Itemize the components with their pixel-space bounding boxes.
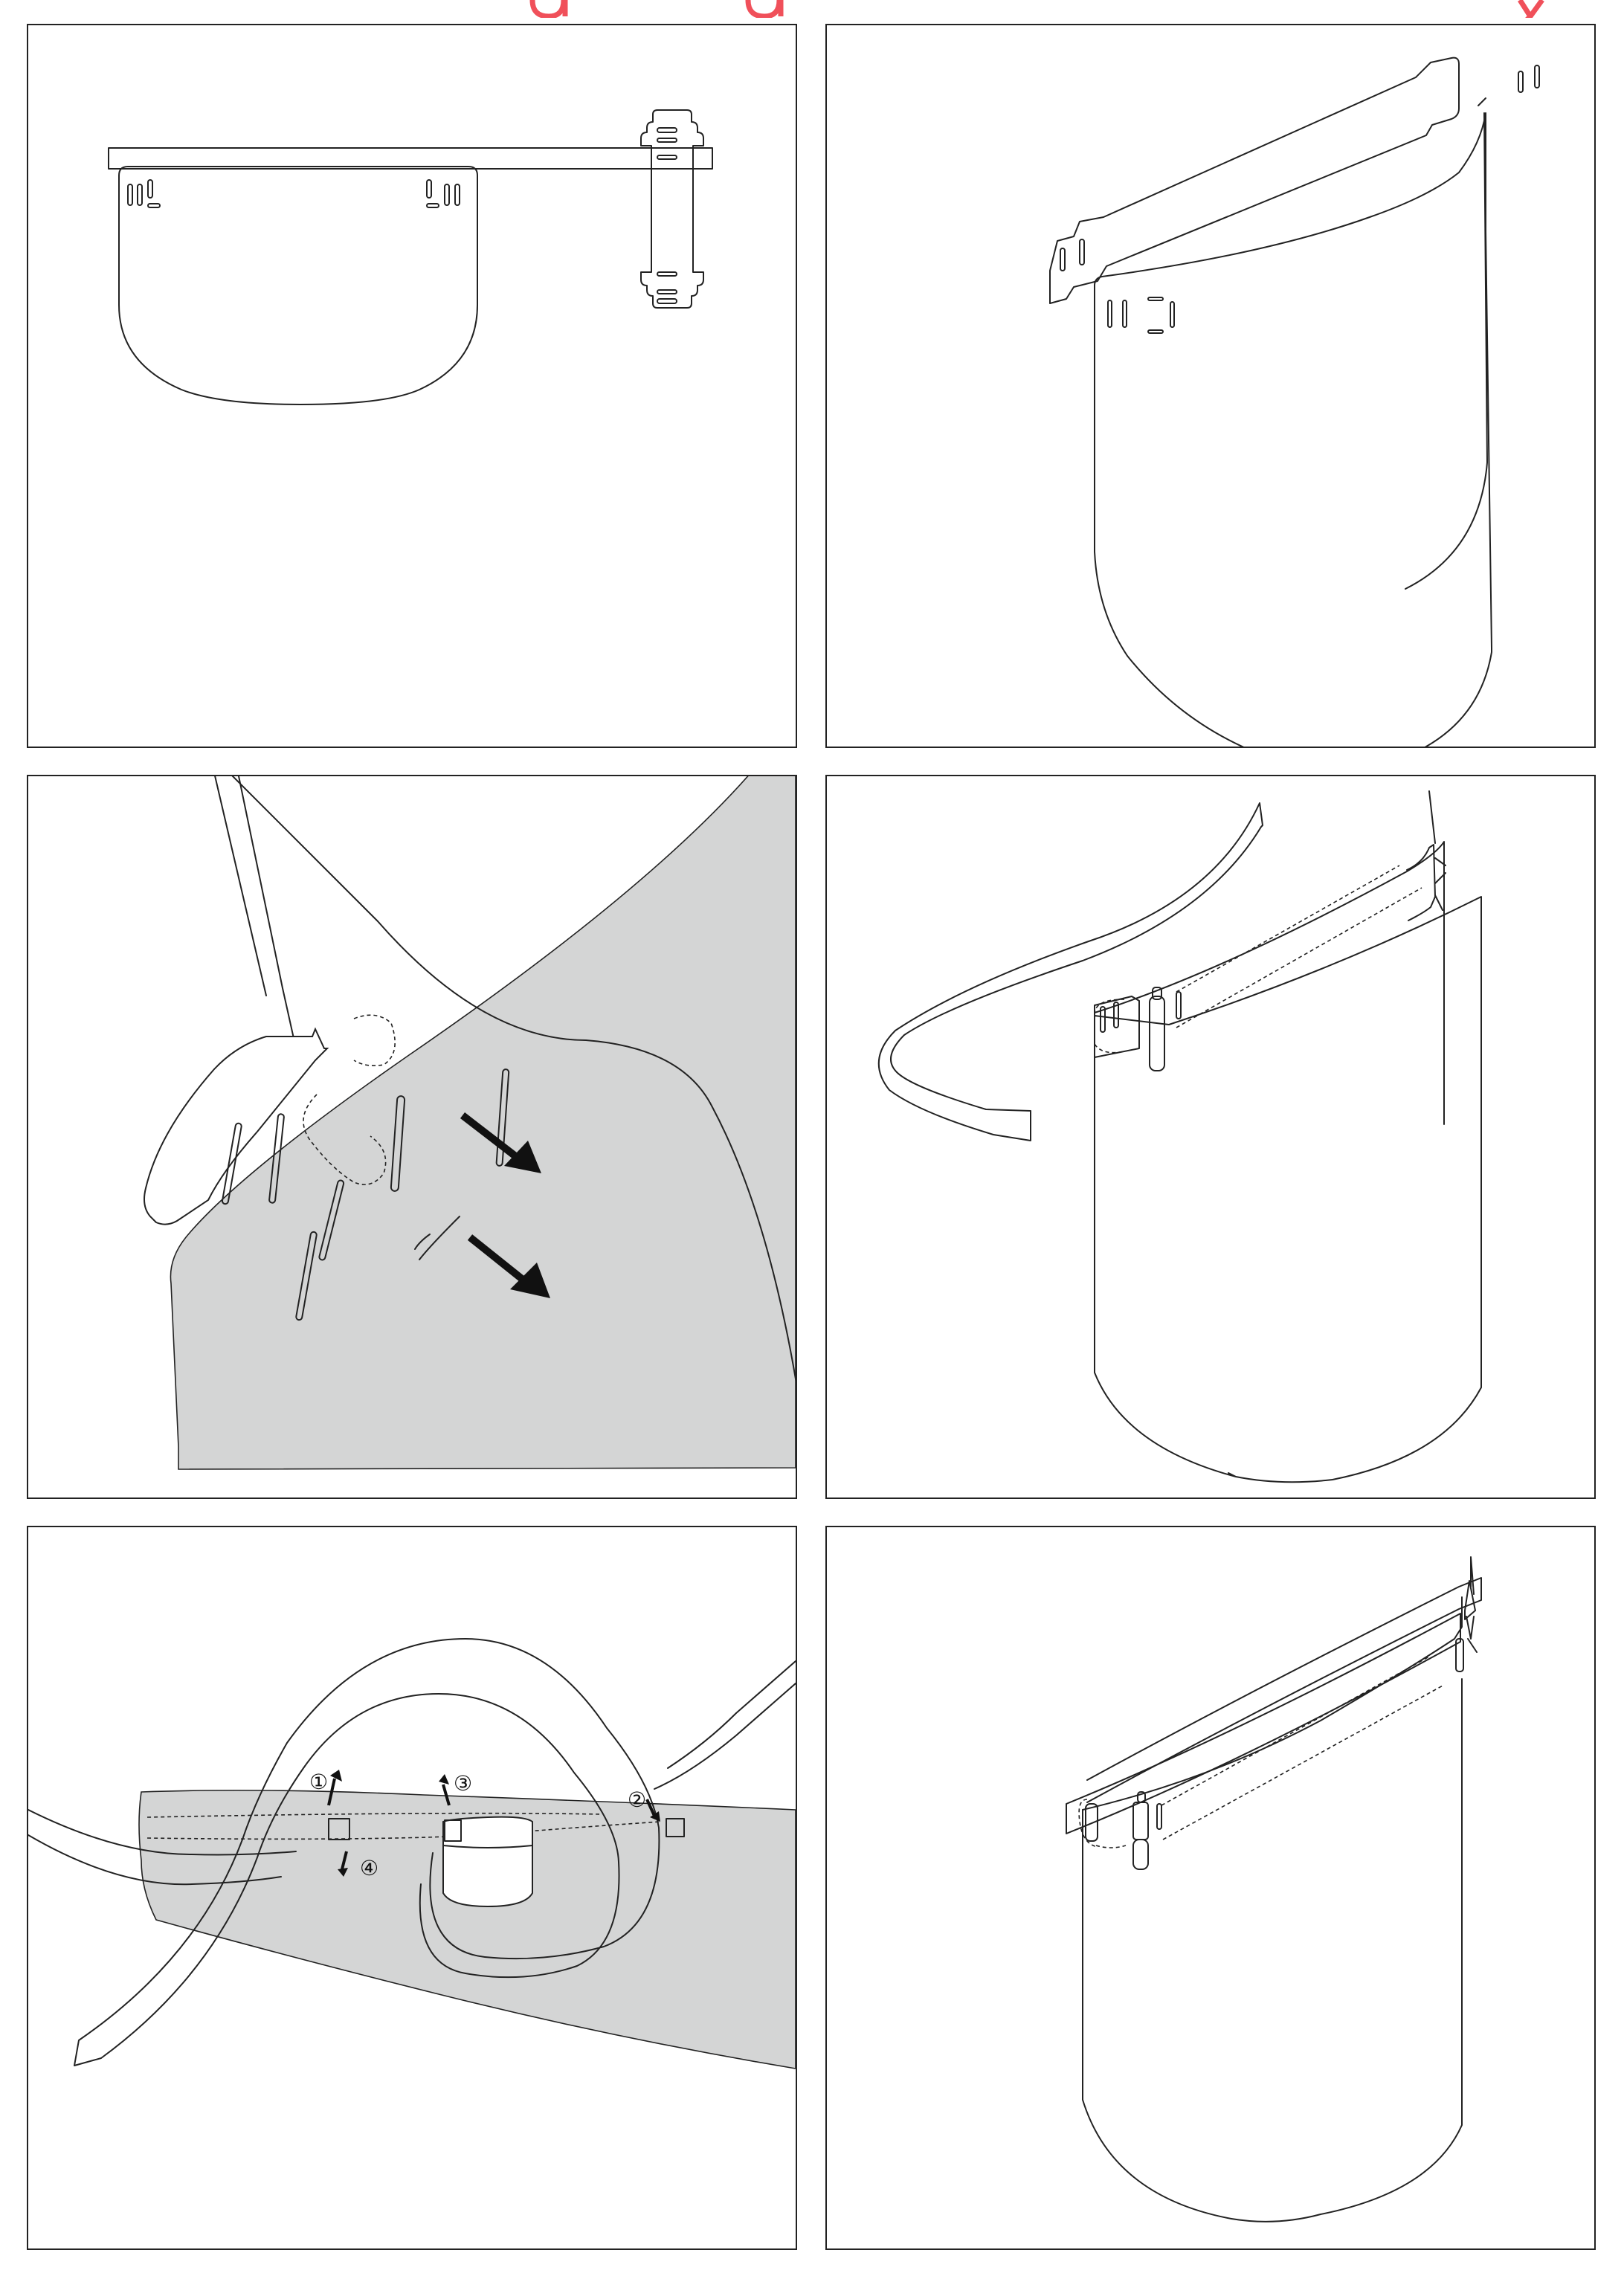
arrow-icon-1	[460, 1112, 541, 1173]
strap-attached-drawing	[877, 790, 1482, 1483]
curved-shield-drawing	[1049, 57, 1540, 747]
arrow-icon-2	[467, 1234, 550, 1298]
foam-strip	[108, 147, 713, 170]
step-arrows	[327, 1770, 660, 1877]
strap-slots	[657, 127, 677, 304]
step-label-2: ②	[628, 1787, 646, 1812]
panel-curved-shield	[825, 24, 1596, 748]
shield-body	[1094, 112, 1492, 747]
strap-band	[1049, 57, 1460, 304]
strap-loop-front	[74, 1638, 660, 2066]
visor-slots-right	[426, 179, 460, 208]
visor-slots-left	[127, 179, 161, 208]
insert-tabs-drawing	[144, 776, 796, 1470]
cut-off-title-marks	[529, 0, 1544, 18]
step-label-4: ④	[360, 1856, 378, 1880]
foam-pad	[442, 1816, 533, 1908]
parts-drawing	[108, 109, 713, 405]
visor-sheet	[118, 166, 478, 405]
shield-top-edge	[138, 1789, 796, 2069]
shield-body-4	[1094, 896, 1482, 1483]
threading-drawing: ① ② ③ ④	[28, 1638, 796, 2069]
panel-insert-tabs	[27, 775, 797, 1499]
strap-slots-left	[1060, 239, 1085, 271]
strap-slots-right	[1518, 65, 1540, 93]
panel-parts	[27, 24, 797, 748]
loose-strap	[877, 802, 1263, 1141]
panel-assembled-shield	[825, 1526, 1596, 2250]
assembled-shield-drawing	[1066, 1556, 1482, 2222]
shield-slots	[1107, 297, 1175, 334]
strap-band-6	[1066, 1613, 1461, 1834]
shield-close-up	[170, 776, 796, 1470]
panel-strap-attached	[825, 775, 1596, 1499]
cut-off-title	[0, 0, 1624, 18]
step-label-1: ①	[309, 1770, 328, 1794]
shield-body-6	[1082, 1678, 1463, 2222]
head-strap	[640, 109, 704, 309]
step-label-3: ③	[454, 1771, 472, 1796]
panel-threading-steps: ① ② ③ ④	[27, 1526, 797, 2250]
strap-long-left	[28, 1809, 297, 1856]
strap-long-right	[654, 1660, 796, 1790]
